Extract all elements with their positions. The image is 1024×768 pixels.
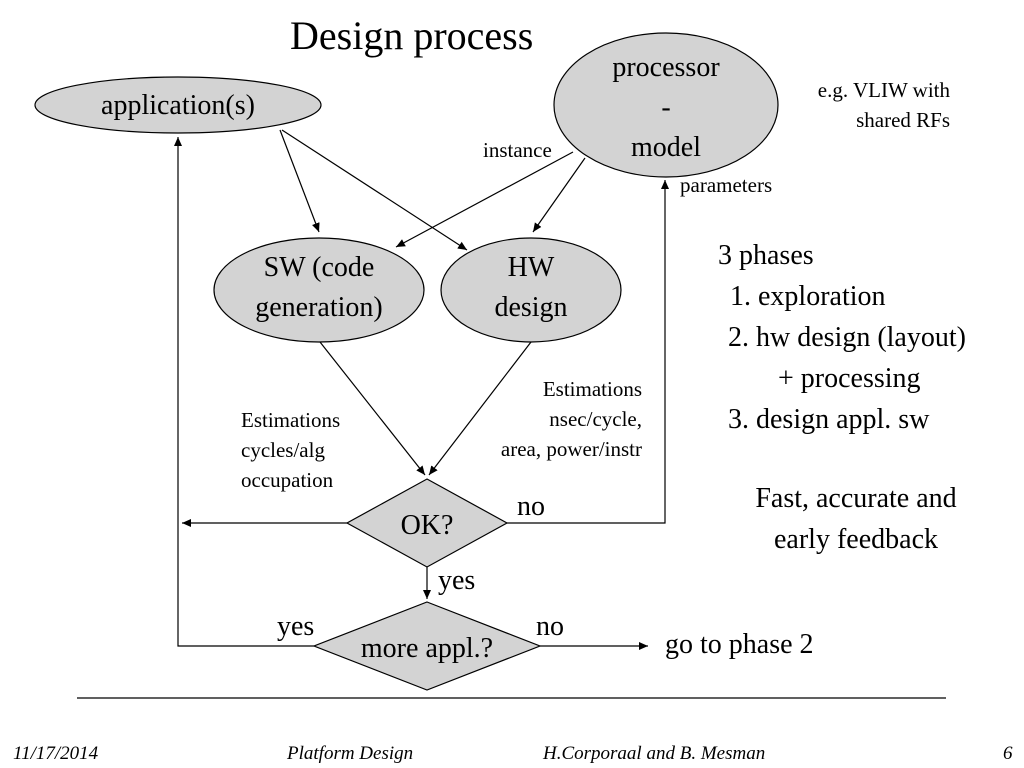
hw-label-line-2: design: [494, 292, 568, 323]
phase-item-1: 1. exploration: [730, 281, 886, 312]
more-appl-decision-node: [312, 601, 542, 691]
hw-label-line-1: HW: [507, 252, 555, 283]
more-yes-label: yes: [277, 611, 315, 642]
vliw-note-line-1: e.g. VLIW with: [817, 78, 950, 102]
processor-model-node: [553, 32, 779, 178]
hw-estimations-label: Estimations nsec/cycle, area, power/inst…: [452, 374, 642, 464]
sw-estimations-label: Estimations cycles/alg occupation: [241, 405, 340, 495]
applications-label: application(s): [101, 90, 255, 121]
sw-estimations-line-3: occupation: [241, 468, 334, 492]
phase-item-2: 2. hw design (layout): [728, 322, 966, 353]
vliw-note-line-2: shared RFs: [856, 108, 950, 132]
footer-authors: H.Corporaal and B. Mesman: [543, 743, 766, 764]
arrow-ok-no-to-processor: [507, 180, 669, 524]
ok-label: OK?: [400, 510, 454, 541]
slide-title: Design process: [290, 13, 534, 58]
go-to-phase2-label: go to phase 2: [665, 629, 814, 660]
feedback-line-1: Fast, accurate and: [755, 483, 957, 514]
arrow-more-yes-to-app: [174, 137, 314, 647]
ok-no-label: no: [517, 491, 545, 522]
hw-label: HW design: [441, 248, 621, 328]
feedback-line-2: early feedback: [774, 524, 938, 555]
sw-label: SW (code generation): [214, 248, 424, 328]
sw-label-line-1: SW (code: [263, 252, 375, 283]
footer-course: Platform Design: [287, 743, 414, 764]
processor-label-line-2: -: [661, 92, 671, 123]
arrow-proc-to-sw: [395, 151, 574, 248]
arrow-app-to-hw: [281, 129, 468, 251]
hw-estimations-line-2: nsec/cycle,: [549, 407, 642, 431]
sw-estimations-line-1: Estimations: [241, 408, 341, 432]
more-appl-label: more appl.?: [360, 633, 494, 664]
arrow-proc-to-hw: [532, 157, 586, 233]
hw-estimations-line-1: Estimations: [542, 377, 642, 401]
vliw-note: e.g. VLIW with shared RFs: [770, 75, 950, 135]
feedback-note: Fast, accurate and early feedback: [716, 478, 996, 560]
hw-estimations-line-3: area, power/instr: [500, 437, 642, 461]
processor-model-label: processor - model: [566, 48, 766, 168]
ok-yes-label: yes: [438, 565, 476, 596]
processor-label-line-1: processor: [612, 52, 720, 83]
phase-item-3: 3. design appl. sw: [728, 404, 930, 435]
applications-node: [34, 76, 322, 134]
arrow-app-to-sw: [279, 129, 320, 233]
sw-label-line-2: generation): [255, 292, 383, 323]
more-no-label: no: [536, 611, 564, 642]
arrow-hw-to-ok: [428, 341, 532, 476]
parameters-label: parameters: [680, 173, 773, 197]
sw-node: [213, 237, 425, 343]
instance-label: instance: [483, 138, 552, 162]
sw-estimations-line-2: cycles/alg: [241, 438, 325, 462]
phase-item-2-continued: + processing: [778, 363, 921, 394]
phases-heading: 3 phases: [718, 240, 814, 271]
footer-date: 11/17/2014: [13, 743, 99, 764]
footer-page-number: 6: [1003, 743, 1013, 764]
arrow-sw-to-ok: [319, 341, 426, 476]
processor-label-line-3: model: [631, 132, 701, 163]
